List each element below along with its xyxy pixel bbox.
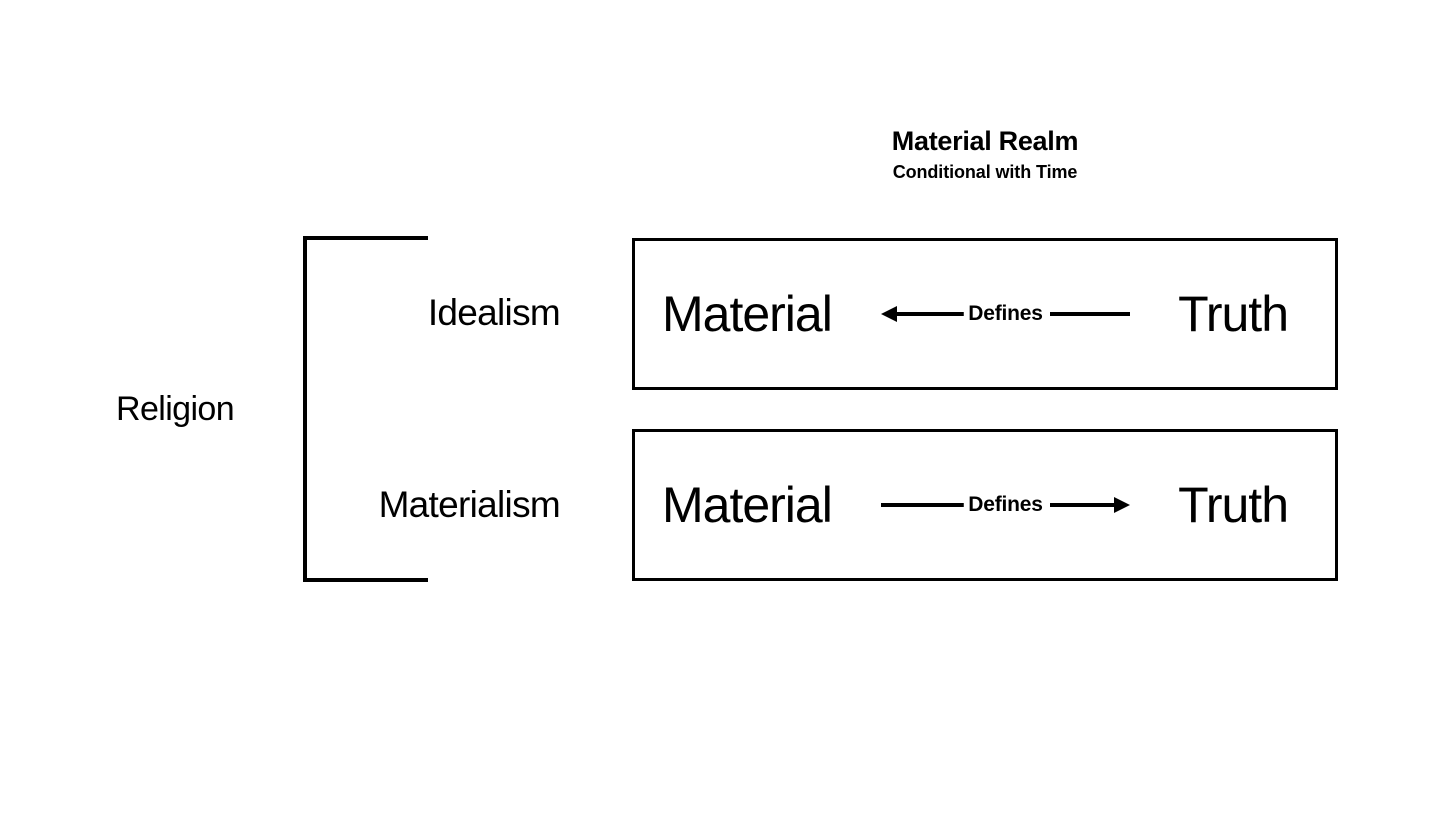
node-truth-materialism: Truth [1178, 477, 1289, 533]
node-material-materialism: Material [662, 477, 833, 533]
diagram-header: Material Realm Conditional with Time [735, 124, 1235, 184]
arrow-right-icon: Defines [881, 492, 1130, 518]
relation-box-materialism: Material Defines Truth [632, 429, 1338, 581]
arrow-segment-left [895, 312, 965, 316]
arrow-segment-left [881, 503, 965, 507]
arrow-segment-right [1050, 312, 1130, 316]
node-truth-idealism: Truth [1178, 286, 1289, 342]
group-label-religion: Religion [116, 390, 235, 428]
bracket-vertical-stroke [303, 236, 307, 582]
arrow-segment-right [1050, 503, 1116, 507]
relation-label-defines-idealism: Defines [963, 301, 1048, 327]
diagram-title: Material Realm [891, 126, 1079, 156]
arrow-left-icon: Defines [881, 301, 1130, 327]
category-label-materialism: Materialism [378, 484, 561, 525]
relation-box-idealism: Material Defines Truth [632, 238, 1338, 390]
relation-label-defines-materialism: Defines [963, 492, 1048, 518]
diagram-subtitle: Conditional with Time [892, 162, 1078, 182]
node-material-idealism: Material [662, 286, 833, 342]
bracket-bottom-arm [303, 578, 428, 582]
category-label-idealism: Idealism [427, 292, 561, 333]
bracket-top-arm [303, 236, 428, 240]
left-bracket-icon [303, 236, 430, 582]
arrowhead-left [881, 306, 897, 322]
arrowhead-right [1114, 497, 1130, 513]
